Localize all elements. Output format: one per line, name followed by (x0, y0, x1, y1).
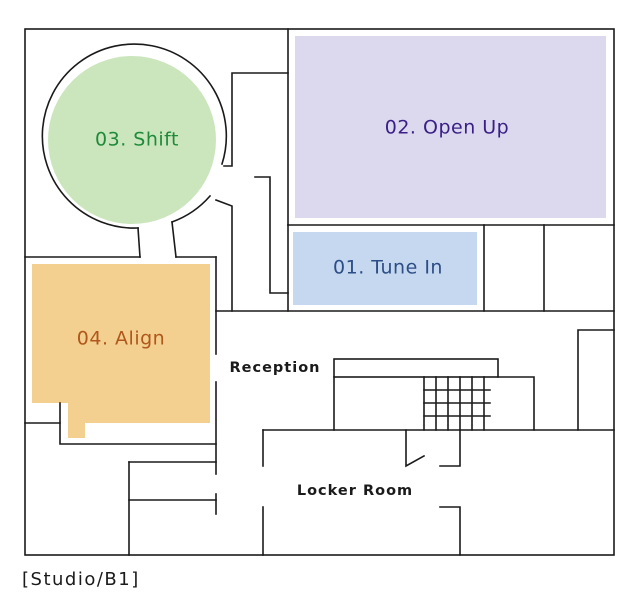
reception-label: Reception (230, 360, 321, 376)
room-shift[interactable] (48, 56, 216, 224)
locker-room-label: Locker Room (297, 483, 413, 499)
room-label-align: 04. Align (77, 328, 165, 350)
room-open-up[interactable] (295, 36, 606, 218)
room-tune-in[interactable] (293, 232, 477, 305)
floor-caption: [Studio/B1] (22, 569, 140, 590)
walls (24, 28, 615, 556)
room-align[interactable] (32, 264, 210, 438)
room-label-shift: 03. Shift (95, 129, 179, 151)
room-label-open-up: 02. Open Up (385, 117, 510, 139)
room-label-tune-in: 01. Tune In (333, 257, 443, 279)
